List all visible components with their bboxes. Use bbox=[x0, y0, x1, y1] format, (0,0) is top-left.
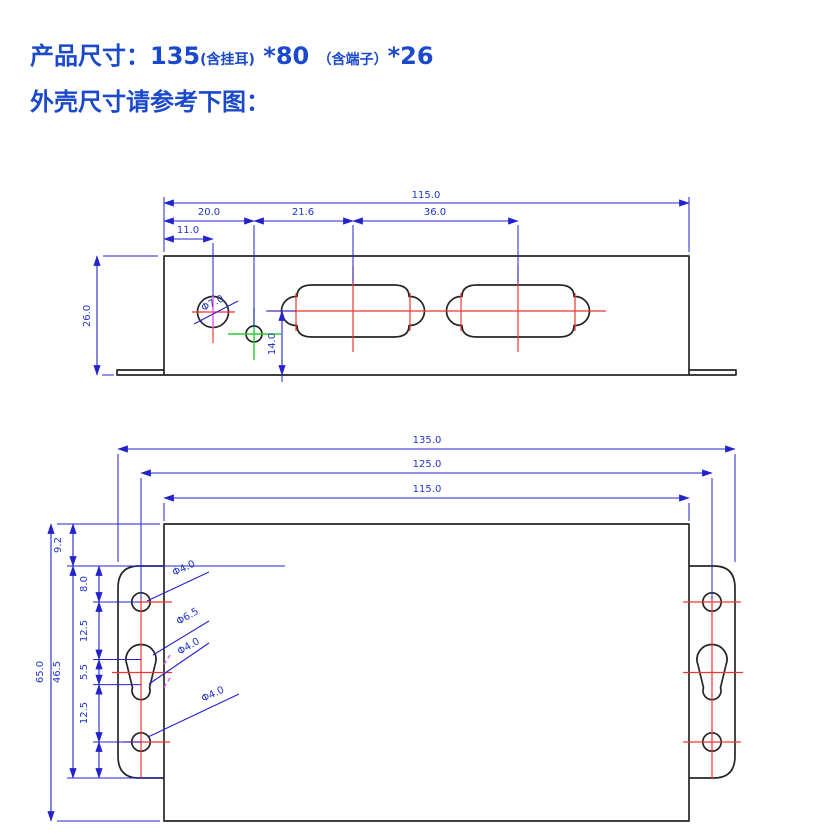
right-ear-keyhole-slot bbox=[696, 643, 728, 701]
db9-port-2 bbox=[445, 284, 591, 338]
keyhole-phantom-mark-upper bbox=[162, 654, 171, 667]
bottom-view-outline bbox=[117, 523, 736, 822]
front-right-foot bbox=[689, 369, 737, 376]
heading-length: 135 bbox=[150, 42, 201, 70]
heading-width: *80 bbox=[263, 42, 310, 70]
top-hole-leader bbox=[146, 571, 210, 602]
bottom-dim-8-label: 8.0 bbox=[79, 576, 90, 592]
front-view-dimensions: 115.0 20.0 21.6 36.0 11.0 26.0 14.0 Φ7.0 bbox=[82, 190, 690, 376]
front-dim-14-label: 14.0 bbox=[267, 333, 278, 355]
label-keyhole-large: Φ6.5 bbox=[175, 606, 201, 627]
bottom-view-centerlines bbox=[112, 597, 743, 779]
bottom-view-dimensions: 135.0 125.0 115.0 65.0 9.2 46.5 8.0 12.5… bbox=[35, 435, 736, 822]
bottom-dim-125-label: 125.0 bbox=[413, 459, 442, 470]
label-mount-hole-top: Φ4.0 bbox=[171, 559, 197, 579]
left-ear-keyhole-slot bbox=[125, 643, 157, 701]
heading-width-note: （含端子） bbox=[317, 52, 388, 68]
bottom-dim-65-label: 65.0 bbox=[35, 661, 46, 683]
bottom-dim-115-label: 115.0 bbox=[413, 484, 442, 495]
bottom-dim-135-label: 135.0 bbox=[413, 435, 442, 446]
keyhole-small-leader bbox=[148, 642, 210, 685]
heading-prefix: 产品尺寸： bbox=[30, 42, 150, 70]
front-dim-115-label: 115.0 bbox=[412, 190, 441, 201]
front-dim-21-6-label: 21.6 bbox=[292, 207, 314, 218]
keyhole-phantom-mark-lower bbox=[162, 677, 171, 690]
heading-length-note: (含挂耳) bbox=[200, 52, 255, 68]
keyhole-large-leader bbox=[152, 620, 210, 656]
shell-size-heading: 外壳尺寸请参考下图： bbox=[30, 88, 270, 116]
round-hole-leader bbox=[193, 300, 239, 325]
bottom-body bbox=[163, 523, 690, 822]
bottom-dim-9-2-label: 9.2 bbox=[53, 537, 64, 553]
front-dim-26-label: 26.0 bbox=[82, 305, 93, 327]
bottom-dim-12-5-lower-label: 12.5 bbox=[79, 702, 90, 724]
front-view-centerlines bbox=[192, 266, 606, 360]
front-dim-11-label: 11.0 bbox=[177, 225, 199, 236]
bottom-hole-leader bbox=[147, 693, 240, 738]
bottom-dim-5-5-label: 5.5 bbox=[79, 664, 90, 680]
front-view: 115.0 20.0 21.6 36.0 11.0 26.0 14.0 Φ7.0 bbox=[82, 190, 737, 382]
bottom-view-extension-lines bbox=[57, 454, 736, 822]
front-panel-body bbox=[163, 255, 690, 376]
front-dim-36-label: 36.0 bbox=[424, 207, 446, 218]
bottom-dim-12-5-upper-label: 12.5 bbox=[79, 620, 90, 642]
heading-height: *26 bbox=[387, 42, 434, 70]
bottom-view: 135.0 125.0 115.0 65.0 9.2 46.5 8.0 12.5… bbox=[35, 435, 743, 822]
db9-port-1 bbox=[280, 284, 426, 338]
product-size-heading: 产品尺寸：135(含挂耳) *80 （含端子）*26 bbox=[30, 36, 434, 71]
front-left-foot bbox=[116, 369, 164, 376]
bottom-dim-46-5-label: 46.5 bbox=[52, 661, 63, 683]
front-dim-20-label: 20.0 bbox=[198, 207, 220, 218]
